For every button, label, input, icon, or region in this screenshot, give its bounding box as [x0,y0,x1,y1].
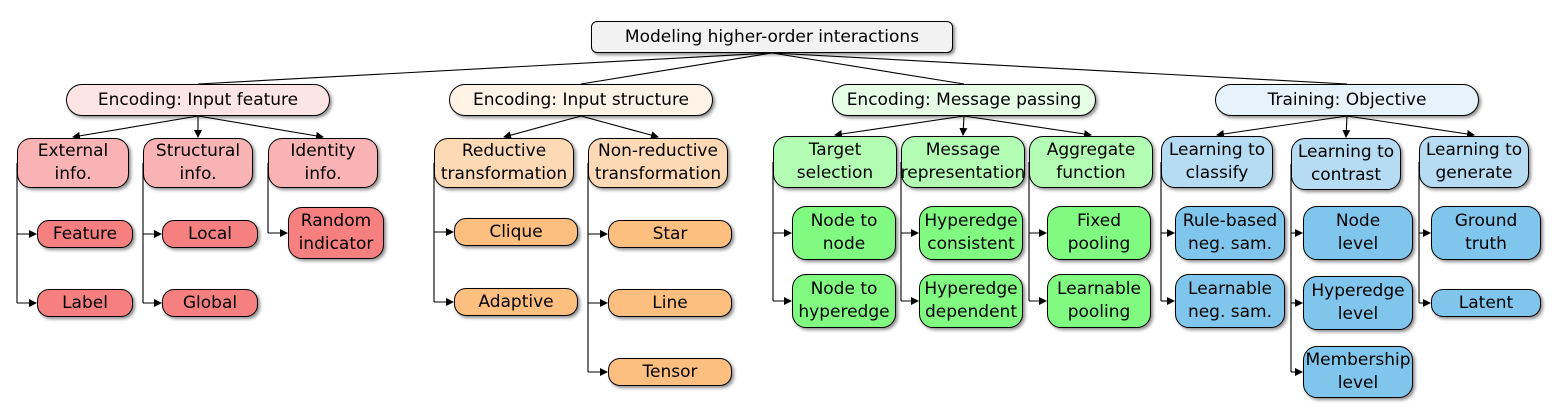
leaf-star: Star [608,220,732,248]
leaf-random-indicator: Random indicator [288,207,384,259]
leaf-local: Local [162,220,258,248]
group-learning-to-contrast: Learning to contrast [1291,138,1401,190]
edge-objective-to-learning-to-contrast [1342,115,1351,138]
leaf-learnable-neg-sam: Learnable neg. sam. [1175,274,1285,328]
leaf-adaptive: Adaptive [454,288,578,316]
group-reductive-transformation: Reductive transformation [434,138,574,188]
group-aggregate-function: Aggregate function [1029,136,1153,188]
edge-message-passing-to-message-representation [959,115,968,136]
leaf-clique: Clique [454,218,578,246]
leaf-ground-truth: Ground truth [1431,206,1541,260]
branch-message-passing: Encoding: Message passing [832,84,1096,116]
leaf-learnable-pooling: Learnable pooling [1047,274,1151,328]
branch-objective: Training: Objective [1215,84,1479,116]
edge-root-to-message-passing [771,52,965,85]
group-target-selection: Target selection [773,136,897,188]
edge-input-structure-to-non-reductive [580,115,659,140]
group-identity-info: Identity info. [268,138,378,188]
edge-objective-to-learning-to-generate [1346,115,1475,138]
leaf-global: Global [162,289,258,317]
leaf-membership-level: Membership level [1303,346,1413,398]
branch-input-feature: Encoding: Input feature [66,84,330,116]
leaf-node-level: Node level [1303,206,1413,260]
edge-input-structure-to-reductive [503,115,582,140]
group-non-reductive-transformation: Non-reductive transformation [588,138,728,188]
leaf-node-to-node: Node to node [792,206,896,260]
group-message-representation: Message representation [901,136,1025,188]
branch-input-structure: Encoding: Input structure [449,84,713,116]
leaf-hyperedge-dependent: Hyperedge dependent [919,274,1023,328]
leaf-label: Label [37,289,133,317]
leaf-feature: Feature [37,220,133,248]
leaf-node-to-hyperedge: Node to hyperedge [792,274,896,328]
group-structural-info: Structural info. [143,138,253,188]
group-external-info: External info. [17,138,129,188]
leaf-line: Line [608,289,732,317]
group-learning-to-classify: Learning to classify [1161,136,1273,188]
edge-root-to-input-feature [197,52,773,85]
edge-input-feature-to-external-info [72,115,199,140]
edge-input-feature-to-identity-info [197,115,324,140]
group-learning-to-generate: Learning to generate [1419,136,1529,188]
leaf-hyperedge-consistent: Hyperedge consistent [919,206,1023,260]
leaf-fixed-pooling: Fixed pooling [1047,206,1151,260]
edge-objective-to-learning-to-classify [1216,115,1348,138]
edge-message-passing-to-aggregate-function [963,115,1092,138]
leaf-tensor: Tensor [608,358,732,386]
edge-root-to-objective [771,52,1348,85]
leaf-latent: Latent [1431,289,1541,317]
edge-root-to-input-structure [580,52,773,85]
edge-message-passing-to-target-selection [834,115,965,138]
root-node: Modeling higher-order interactions [591,21,953,53]
leaf-rule-based-neg-sam: Rule-based neg. sam. [1175,206,1285,260]
leaf-hyperedge-level: Hyperedge level [1303,276,1413,330]
